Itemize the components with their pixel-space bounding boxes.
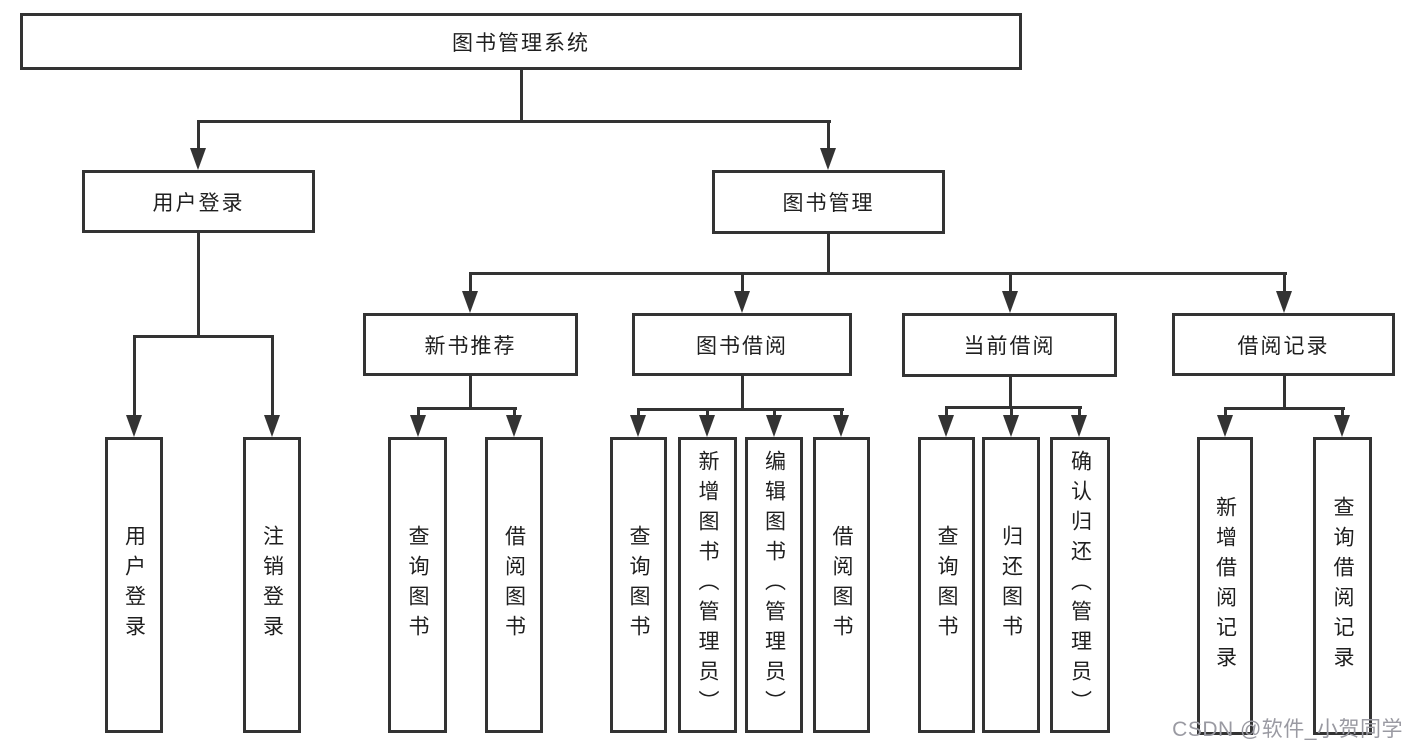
node-book-borrow: 图书借阅 (632, 313, 852, 376)
connector-line (945, 406, 1082, 409)
leaf-return-book: 归还图书 (982, 437, 1040, 733)
csdn-watermark: CSDN @软件_小贺同学 (1172, 718, 1403, 741)
arrowhead (630, 415, 646, 437)
node-current-borrow: 当前借阅 (902, 313, 1117, 377)
arrowhead (833, 415, 849, 437)
connector-line (133, 335, 274, 338)
connector-line (417, 407, 517, 410)
arrowhead (820, 148, 836, 170)
node-new-book-recommend: 新书推荐 (363, 313, 578, 376)
connector-line (1009, 377, 1012, 406)
leaf-query-borrow-record: 查询借阅记录 (1313, 437, 1372, 735)
leaf-confirm-return-admin: 确认归还（管理员） (1050, 437, 1110, 733)
node-label: 图书管理系统 (452, 31, 590, 55)
connector-line (945, 406, 948, 415)
connector-line (417, 407, 420, 415)
connector-line (513, 407, 516, 415)
leaf-label: 新增借阅记录 (1213, 496, 1237, 676)
leaf-user-login: 用户登录 (105, 437, 163, 733)
node-borrow-records: 借阅记录 (1172, 313, 1395, 376)
leaf-add-borrow-record: 新增借阅记录 (1197, 437, 1253, 735)
connector-line (1224, 407, 1227, 415)
leaf-label: 确认归还（管理员） (1068, 450, 1092, 720)
leaf-logout: 注销登录 (243, 437, 301, 733)
leaf-label: 用户登录 (122, 525, 146, 645)
arrowhead (1003, 415, 1019, 437)
arrowhead (1334, 415, 1350, 437)
connector-line (197, 120, 831, 123)
node-label: 新书推荐 (424, 334, 517, 358)
leaf-label: 归还图书 (999, 525, 1023, 645)
connector-line (1010, 406, 1013, 415)
leaf-query-books-current: 查询图书 (918, 437, 975, 733)
leaf-label: 新增图书（管理员） (696, 450, 719, 720)
arrowhead (1002, 291, 1018, 313)
leaf-edit-book-admin: 编辑图书（管理员） (745, 437, 803, 733)
leaf-add-book-admin: 新增图书（管理员） (678, 437, 737, 733)
node-label: 当前借阅 (963, 335, 1056, 358)
connector-line (197, 120, 200, 148)
leaf-query-books-borrow: 查询图书 (610, 437, 667, 733)
connector-line (1283, 272, 1286, 291)
arrowhead (1071, 415, 1087, 437)
connector-line (706, 408, 709, 415)
leaf-label: 查询图书 (406, 525, 429, 645)
arrowhead (410, 415, 426, 437)
arrowhead (766, 415, 782, 437)
connector-line (741, 376, 744, 408)
connector-line (1009, 272, 1012, 291)
connector-line (469, 272, 1287, 275)
arrowhead (699, 415, 715, 437)
leaf-label: 查询借阅记录 (1331, 496, 1354, 676)
leaf-label: 注销登录 (260, 525, 284, 645)
connector-line (133, 335, 136, 415)
leaf-query-books-newbook: 查询图书 (388, 437, 447, 733)
leaf-label: 查询图书 (627, 525, 650, 645)
connector-line (1341, 407, 1344, 415)
connector-line (1224, 407, 1345, 410)
arrowhead (462, 291, 478, 313)
arrowhead (1276, 291, 1292, 313)
connector-line (197, 233, 200, 335)
arrowhead (190, 148, 206, 170)
connector-line (1283, 376, 1286, 407)
connector-line (469, 376, 472, 407)
connector-line (271, 335, 274, 415)
leaf-borrow-books-newbook: 借阅图书 (485, 437, 543, 733)
arrowhead (506, 415, 522, 437)
leaf-label: 查询图书 (935, 525, 958, 645)
arrowhead (938, 415, 954, 437)
connector-line (1078, 406, 1081, 415)
connector-line (469, 272, 472, 291)
node-book-management: 图书管理 (712, 170, 945, 234)
connector-line (827, 120, 830, 148)
connector-line (773, 408, 776, 415)
node-label: 图书管理 (782, 192, 875, 215)
leaf-label: 编辑图书（管理员） (762, 450, 786, 720)
node-library-system: 图书管理系统 (20, 13, 1022, 70)
connector-line (741, 272, 744, 291)
leaf-label: 借阅图书 (830, 525, 853, 645)
connector-line (827, 234, 830, 272)
node-user-login: 用户登录 (82, 170, 315, 233)
connector-line (637, 408, 844, 411)
node-label: 图书借阅 (696, 334, 788, 358)
leaf-label: 借阅图书 (502, 525, 526, 645)
connector-line (520, 68, 523, 120)
arrowhead (734, 291, 750, 313)
arrowhead (126, 415, 142, 437)
node-label: 用户登录 (152, 191, 245, 215)
arrowhead (264, 415, 280, 437)
connector-line (840, 408, 843, 415)
arrowhead (1217, 415, 1233, 437)
connector-line (637, 408, 640, 415)
node-label: 借阅记录 (1237, 334, 1330, 358)
leaf-borrow-books-borrow: 借阅图书 (813, 437, 870, 733)
